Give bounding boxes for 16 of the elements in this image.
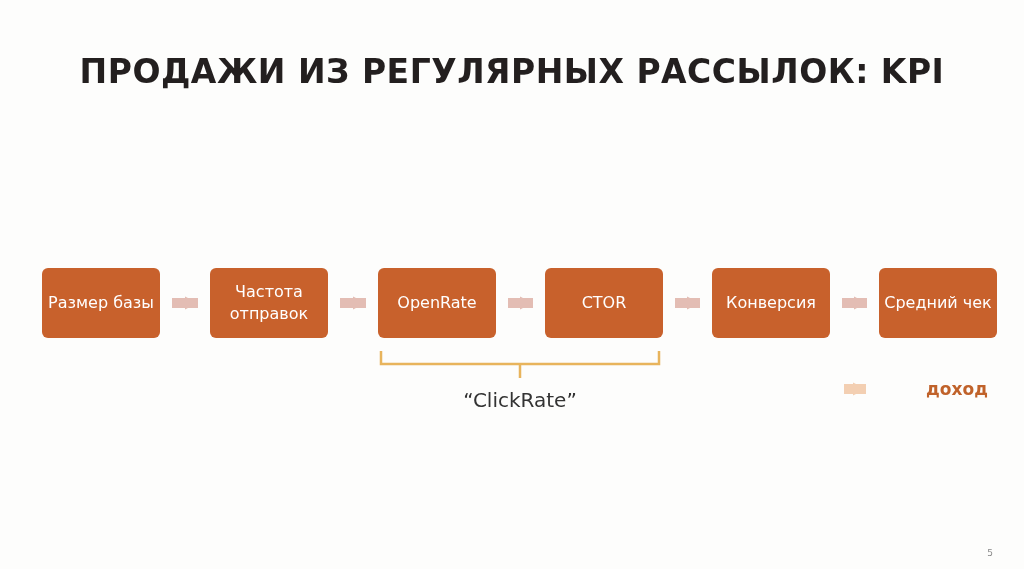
block-arrow: [508, 296, 533, 310]
slide-title: ПРОДАЖИ ИЗ РЕГУЛЯРНЫХ РАССЫЛОК: KPI: [78, 52, 946, 91]
process-box: Конверсия: [712, 268, 830, 338]
block-arrow: [842, 296, 867, 310]
process-box: Размер базы: [42, 268, 160, 338]
page-number: 5: [986, 548, 994, 558]
process-box: CTOR: [545, 268, 663, 338]
process-box: OpenRate: [378, 268, 496, 338]
block-arrow: [172, 296, 198, 310]
process-box: Средний чек: [879, 268, 997, 338]
block-arrow: [844, 382, 866, 396]
block-arrow: [675, 296, 700, 310]
process-box: Частота отправок: [210, 268, 328, 338]
bracket-label: “ClickRate”: [462, 388, 578, 412]
block-arrow: [340, 296, 366, 310]
result-label: доход: [912, 372, 1002, 406]
